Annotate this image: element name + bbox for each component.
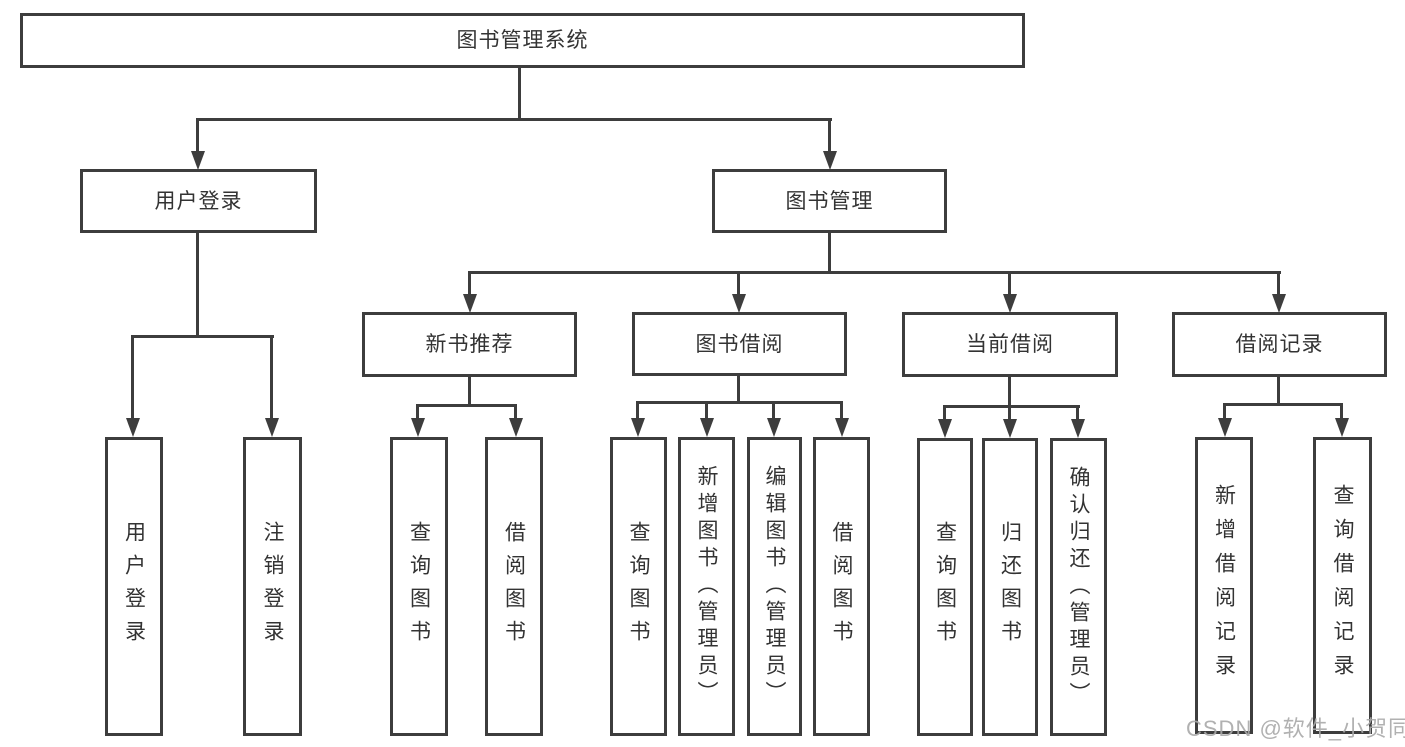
leaf-label: 新增图书（管理员） <box>695 465 718 708</box>
leaf-label: 归还图书 <box>998 521 1022 653</box>
connector-root-hline <box>196 118 832 121</box>
connector-user-login-hline <box>131 335 274 338</box>
node-label: 借阅记录 <box>1235 333 1324 356</box>
arrowhead-icon <box>732 294 746 313</box>
arrowhead-icon <box>265 418 279 437</box>
arrowhead-icon <box>700 418 714 437</box>
leaf-query-borrow-record: 查询借阅记录 <box>1313 437 1372 734</box>
connector-root-stem <box>518 68 521 120</box>
arrowhead-icon <box>835 418 849 437</box>
connector-drop <box>1340 403 1343 419</box>
connector-hline <box>636 401 843 404</box>
node-user-login: 用户登录 <box>80 169 317 233</box>
arrowhead-icon <box>631 418 645 437</box>
connector-book-mgmt-stem <box>828 233 831 273</box>
connector-drop-login <box>131 335 134 420</box>
arrowhead-icon <box>191 151 205 170</box>
node-root: 图书管理系统 <box>20 13 1025 68</box>
connector-drop <box>416 404 419 419</box>
leaf-label: 借阅图书 <box>830 520 853 653</box>
leaf-label: 借阅图书 <box>502 520 526 653</box>
connector-hline <box>943 405 1080 408</box>
connector-drop <box>772 401 775 419</box>
connector-drop-borrow-records <box>1277 271 1280 296</box>
node-root-label: 图书管理系统 <box>456 29 589 52</box>
leaf-logout: 注销登录 <box>243 437 302 736</box>
connector-hline <box>416 404 517 407</box>
leaf-add-book-admin: 新增图书（管理员） <box>678 437 735 736</box>
arrowhead-icon <box>767 418 781 437</box>
leaf-label: 查询图书 <box>933 521 957 653</box>
connector-user-login-stem <box>196 233 199 335</box>
leaf-edit-book-admin: 编辑图书（管理员） <box>747 437 802 736</box>
node-book-management: 图书管理 <box>712 169 947 233</box>
leaf-borrow-books: 借阅图书 <box>813 437 870 736</box>
connector-stem <box>468 377 471 407</box>
leaf-add-borrow-record: 新增借阅记录 <box>1195 437 1253 734</box>
node-label: 当前借阅 <box>966 333 1054 356</box>
leaf-return-books: 归还图书 <box>982 438 1038 736</box>
connector-stem <box>1277 377 1280 405</box>
leaf-query-books: 查询图书 <box>390 437 448 736</box>
connector-drop <box>1076 405 1079 420</box>
connector-stem <box>1008 377 1011 407</box>
node-book-management-label: 图书管理 <box>785 189 874 213</box>
leaf-label: 查询图书 <box>627 520 650 653</box>
connector-drop-new-books <box>468 271 471 296</box>
connector-drop <box>840 401 843 419</box>
arrowhead-icon <box>126 418 140 437</box>
arrowhead-icon <box>509 418 523 437</box>
arrowhead-icon <box>1272 294 1286 313</box>
leaf-user-login: 用户登录 <box>105 437 163 736</box>
leaf-label: 注销登录 <box>261 520 284 653</box>
leaf-confirm-return-admin: 确认归还（管理员） <box>1050 438 1107 736</box>
leaf-label: 用户登录 <box>122 520 146 653</box>
arrowhead-icon <box>1003 419 1017 438</box>
leaf-label: 编辑图书（管理员） <box>763 465 786 708</box>
connector-drop-logout <box>270 335 273 420</box>
connector-hline <box>1223 403 1343 406</box>
leaf-label: 新增借阅记录 <box>1212 483 1236 688</box>
connector-drop-book-mgmt <box>828 118 831 154</box>
connector-level3-hline <box>468 271 1281 274</box>
connector-drop <box>514 404 517 419</box>
connector-drop <box>943 405 946 420</box>
node-user-login-label: 用户登录 <box>154 189 243 213</box>
connector-drop <box>705 401 708 419</box>
arrowhead-icon <box>1335 418 1349 437</box>
arrowhead-icon <box>938 419 952 438</box>
node-borrow-records: 借阅记录 <box>1172 312 1387 377</box>
connector-stem <box>737 376 740 403</box>
arrowhead-icon <box>1003 294 1017 313</box>
arrowhead-icon <box>1071 419 1085 438</box>
arrowhead-icon <box>411 418 425 437</box>
connector-drop-book-borrow <box>737 271 740 296</box>
arrowhead-icon <box>1218 418 1232 437</box>
leaf-query-books: 查询图书 <box>610 437 667 736</box>
connector-drop <box>1223 403 1226 419</box>
node-new-book-recommend: 新书推荐 <box>362 312 577 377</box>
node-current-borrowing: 当前借阅 <box>902 312 1118 377</box>
leaf-label: 查询图书 <box>407 520 431 653</box>
node-label: 新书推荐 <box>425 333 514 356</box>
leaf-label: 确认归还（管理员） <box>1067 465 1090 709</box>
leaf-label: 查询借阅记录 <box>1331 483 1354 688</box>
connector-drop <box>1008 405 1011 420</box>
arrowhead-icon <box>463 294 477 313</box>
leaf-query-books: 查询图书 <box>917 438 973 736</box>
csdn-watermark: CSDN @软件_小贺同学 <box>1186 716 1405 741</box>
node-label: 图书借阅 <box>695 332 784 356</box>
connector-drop <box>636 401 639 419</box>
node-book-borrowing: 图书借阅 <box>632 312 847 376</box>
connector-drop-current-borrow <box>1008 271 1011 296</box>
connector-drop-user-login <box>196 118 199 154</box>
arrowhead-icon <box>823 151 837 170</box>
leaf-borrow-books: 借阅图书 <box>485 437 543 736</box>
